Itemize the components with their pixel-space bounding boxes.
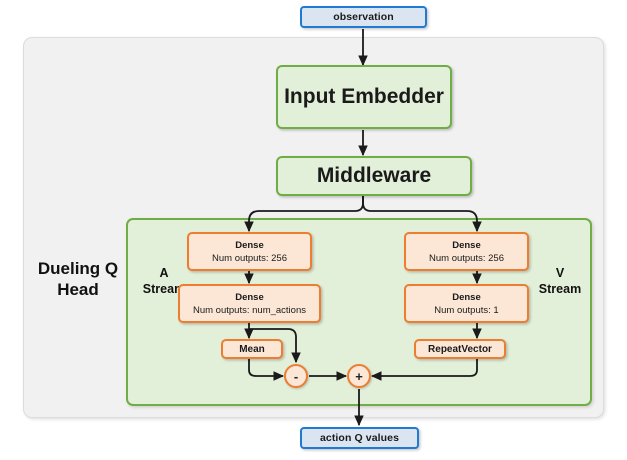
repeat-vector-label: RepeatVector xyxy=(428,343,492,355)
advantage-dense-numactions-subtitle: Num outputs: num_actions xyxy=(192,304,306,316)
value-dense-256-subtitle: Num outputs: 256 xyxy=(429,252,504,264)
value-dense-1-subtitle: Num outputs: 1 xyxy=(434,304,499,316)
action-q-values-output-node[interactable]: action Q values xyxy=(300,427,419,449)
advantage-stream-label: A Stream xyxy=(136,265,192,297)
subtract-operator-icon: - xyxy=(284,364,308,388)
advantage-stream-label-line2: Stream xyxy=(142,282,186,296)
advantage-dense-256-title: Dense xyxy=(235,239,264,251)
mean-label: Mean xyxy=(239,343,265,355)
dueling-q-head-label-line2: Head xyxy=(57,280,99,299)
repeat-vector-node[interactable]: RepeatVector xyxy=(414,339,506,359)
subtract-operator-label: - xyxy=(293,368,299,384)
input-embedder-label: Input Embedder xyxy=(284,85,444,108)
value-dense-1-title: Dense xyxy=(452,291,481,303)
observation-input-node[interactable]: observation xyxy=(300,6,427,28)
mean-node[interactable]: Mean xyxy=(221,339,283,359)
advantage-dense-numactions-title: Dense xyxy=(235,291,264,303)
value-dense-256-node[interactable]: Dense Num outputs: 256 xyxy=(404,232,529,271)
advantage-dense-256-subtitle: Num outputs: 256 xyxy=(212,252,287,264)
action-q-values-label: action Q values xyxy=(319,432,400,444)
add-operator-label: + xyxy=(355,368,363,384)
add-operator-icon: + xyxy=(347,364,371,388)
value-stream-label-line1: V xyxy=(555,266,565,280)
advantage-stream-label-line1: A xyxy=(159,266,169,280)
middleware-node[interactable]: Middleware xyxy=(276,156,472,196)
input-embedder-node[interactable]: Input Embedder xyxy=(276,65,452,129)
value-dense-1-node[interactable]: Dense Num outputs: 1 xyxy=(404,284,529,323)
value-stream-label-line2: Stream xyxy=(538,282,582,296)
value-stream-label: V Stream xyxy=(532,265,588,297)
value-dense-256-title: Dense xyxy=(452,239,481,251)
dueling-q-head-label-line1: Dueling Q xyxy=(37,259,119,278)
dueling-q-head-label: Dueling Q Head xyxy=(32,258,124,300)
advantage-dense-numactions-node[interactable]: Dense Num outputs: num_actions xyxy=(178,284,321,323)
observation-label: observation xyxy=(333,11,394,23)
middleware-label: Middleware xyxy=(316,164,432,187)
advantage-dense-256-node[interactable]: Dense Num outputs: 256 xyxy=(187,232,312,271)
